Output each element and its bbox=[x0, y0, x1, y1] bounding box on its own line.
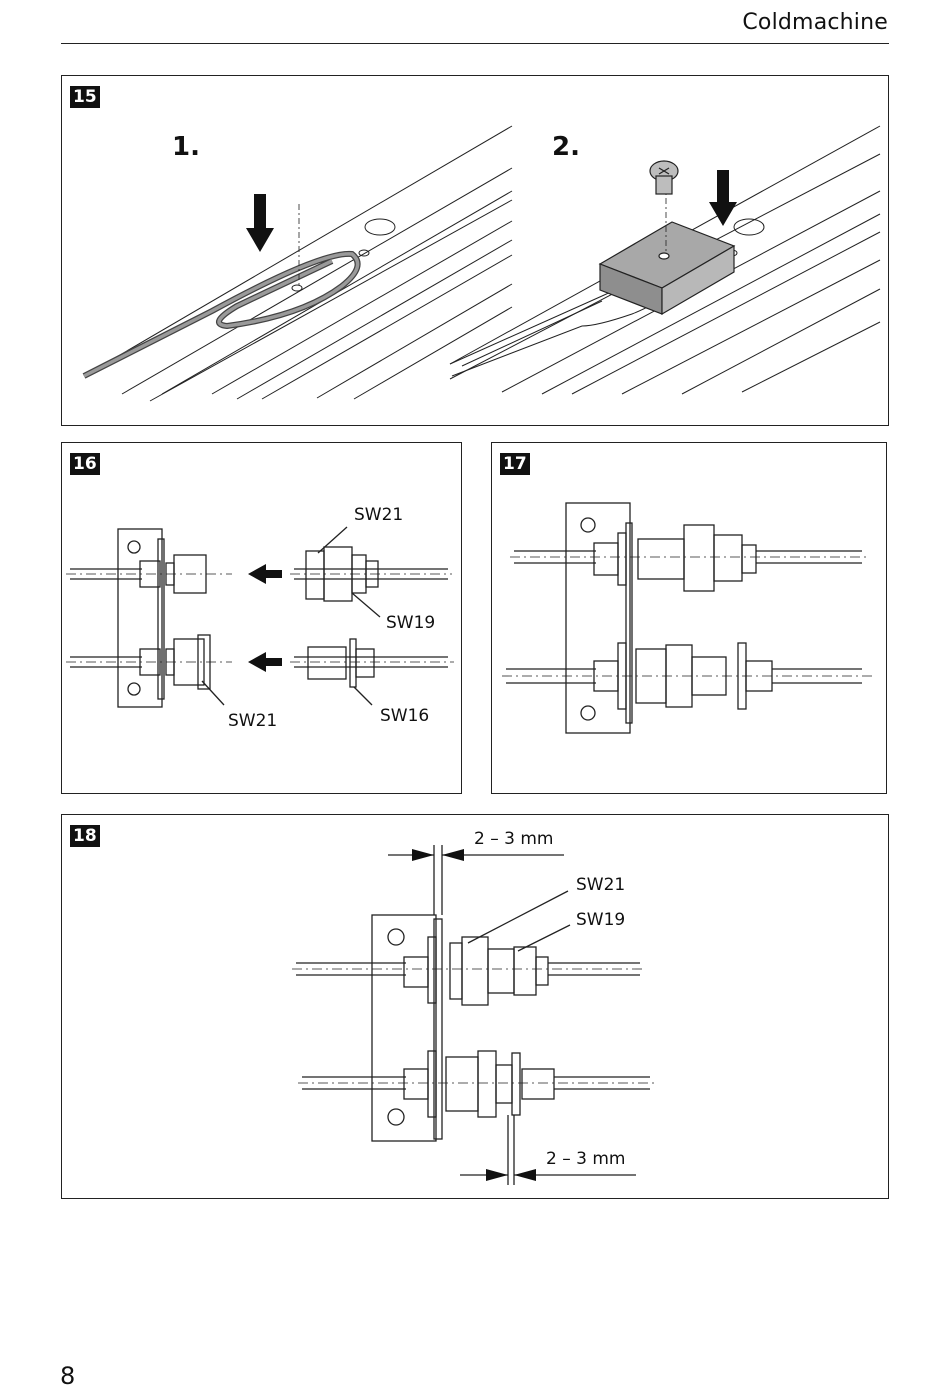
figure-16-illustration bbox=[66, 526, 454, 708]
callout-sw21-upper: SW21 bbox=[354, 505, 404, 525]
page-number: 8 bbox=[60, 1362, 76, 1390]
figure-18-badge: 18 bbox=[70, 825, 100, 847]
callout-sw16: SW16 bbox=[380, 706, 430, 726]
step-2-label: 2. bbox=[552, 132, 580, 162]
figure-15-badge: 15 bbox=[70, 86, 100, 108]
figure-16: 16 SW21 SW19 SW21 SW16 bbox=[61, 442, 462, 794]
figure-17: 17 bbox=[491, 442, 887, 794]
callout-sw21-lower: SW21 bbox=[228, 711, 278, 731]
page-header-title: Coldmachine bbox=[742, 10, 888, 35]
figure-15: 15 1. 2. bbox=[61, 75, 889, 426]
figure-16-badge: 16 bbox=[70, 453, 100, 475]
callout-sw21: SW21 bbox=[576, 875, 626, 895]
figure-17-badge: 17 bbox=[500, 453, 530, 475]
callout-sw19: SW19 bbox=[386, 613, 436, 633]
figure-18-illustration bbox=[292, 845, 656, 1185]
header-rule bbox=[61, 43, 889, 44]
figure-15-illustration bbox=[82, 125, 881, 402]
step-1-label: 1. bbox=[172, 132, 200, 162]
callout-sw19: SW19 bbox=[576, 910, 626, 930]
figure-17-illustration bbox=[502, 502, 876, 734]
dimension-lower: 2 – 3 mm bbox=[546, 1149, 626, 1169]
figure-18: 18 2 – 3 mm SW21 SW19 2 – 3 mm bbox=[61, 814, 889, 1199]
dimension-upper: 2 – 3 mm bbox=[474, 829, 554, 849]
